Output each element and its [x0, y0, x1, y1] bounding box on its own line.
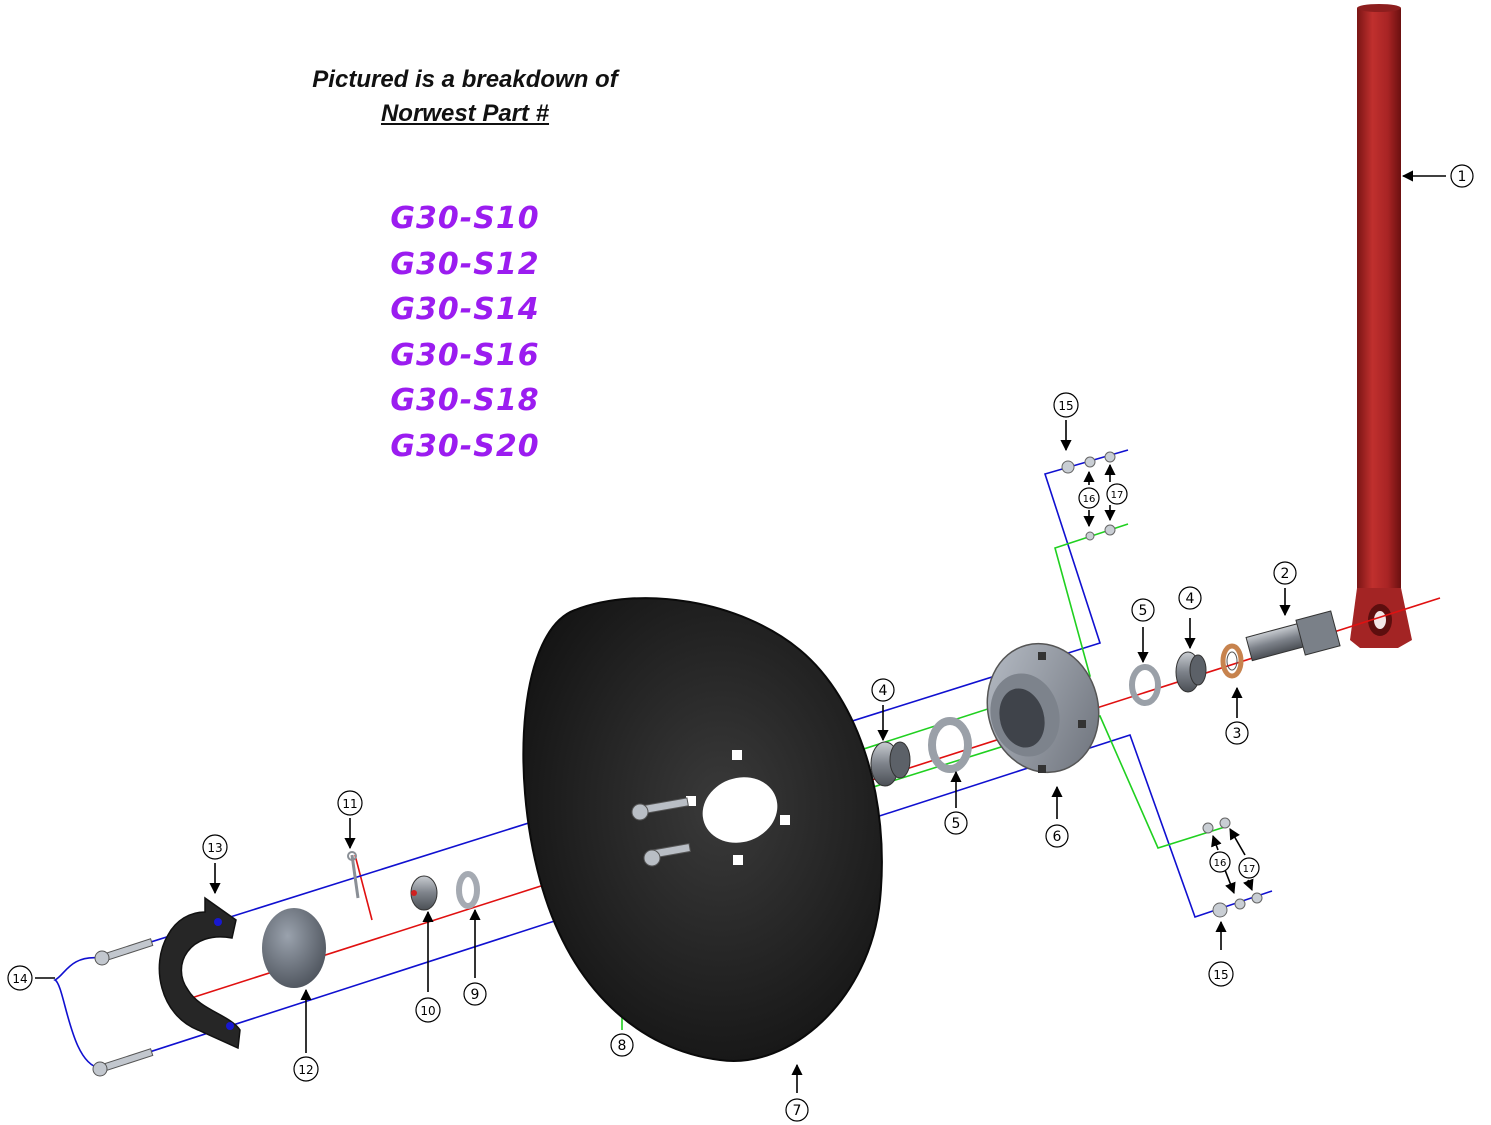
disc-bolts — [631, 797, 691, 867]
callout-5-right: 5 — [1131, 598, 1155, 622]
svg-text:16: 16 — [1214, 858, 1227, 869]
cotter-pin-part — [347, 851, 360, 899]
callout-14: 14 — [7, 965, 33, 991]
part-number: G30-S20 — [390, 428, 540, 464]
shank-part — [1350, 4, 1412, 648]
svg-text:17: 17 — [1243, 864, 1256, 875]
hub-part — [986, 642, 1100, 774]
callout-13: 13 — [202, 834, 228, 860]
svg-text:8: 8 — [618, 1038, 627, 1054]
callout-16-lower: 16 — [1209, 851, 1231, 873]
svg-text:4: 4 — [879, 683, 888, 699]
svg-text:12: 12 — [298, 1063, 313, 1077]
svg-text:9: 9 — [471, 987, 480, 1003]
part-number-list: G30-S10 G30-S12 G30-S14 G30-S16 G30-S18 … — [300, 196, 630, 469]
callout-2: 2 — [1273, 561, 1297, 585]
callout-1: 1 — [1450, 164, 1474, 188]
callout-12: 12 — [293, 1056, 319, 1082]
washer-part — [456, 871, 480, 909]
svg-text:1: 1 — [1458, 169, 1467, 185]
hardware-upper — [1061, 451, 1116, 541]
callout-9: 9 — [463, 982, 487, 1006]
svg-text:11: 11 — [342, 797, 357, 811]
callout-7: 7 — [785, 1098, 809, 1122]
svg-text:15: 15 — [1058, 399, 1073, 413]
callout-10: 10 — [415, 997, 441, 1023]
part-number: G30-S16 — [390, 337, 540, 373]
part-number: G30-S10 — [390, 201, 540, 236]
callout-4-left: 4 — [871, 678, 895, 702]
svg-text:5: 5 — [952, 816, 961, 832]
leader-arrows — [35, 170, 1446, 1093]
seal-part — [1220, 643, 1244, 679]
svg-text:6: 6 — [1053, 829, 1062, 845]
part-number: G30-S18 — [390, 383, 540, 418]
callout-17-lower: 17 — [1238, 857, 1260, 879]
callout-11: 11 — [337, 790, 363, 816]
svg-text:17: 17 — [1111, 490, 1124, 501]
header-line-2: Norwest Part # — [380, 100, 550, 127]
header-line-1: Pictured is a breakdown of — [312, 66, 618, 93]
dust-cap-part — [262, 908, 326, 988]
bearing-cup-left — [928, 717, 972, 773]
bracket-bolts — [92, 938, 154, 1077]
castle-nut-part — [410, 875, 438, 911]
svg-text:16: 16 — [1083, 494, 1096, 505]
callout-8: 8 — [610, 1033, 634, 1057]
callout-15-upper: 15 — [1053, 392, 1079, 418]
svg-text:13: 13 — [207, 841, 222, 855]
svg-text:2: 2 — [1281, 566, 1290, 582]
svg-text:14: 14 — [12, 972, 27, 986]
bracket-14 — [53, 957, 101, 1069]
bearing-cup-right — [1129, 664, 1161, 706]
svg-text:4: 4 — [1186, 591, 1195, 607]
spindle-part — [1245, 610, 1341, 662]
callout-4-right: 4 — [1178, 586, 1202, 610]
cap-bracket-part — [158, 896, 241, 1050]
callout-17-upper: 17 — [1106, 483, 1128, 505]
bearing-cone-left — [870, 741, 911, 787]
callout-5-left: 5 — [944, 811, 968, 835]
bearing-cone-right — [1175, 651, 1207, 693]
callouts: 1 2 3 4 4 5 5 6 7 8 9 10 11 12 13 14 15 … — [7, 164, 1474, 1122]
cotter-pin-axis — [354, 854, 373, 921]
disc-blade — [522, 597, 883, 1062]
callout-16-upper: 16 — [1078, 487, 1100, 509]
callout-15-lower: 15 — [1208, 961, 1234, 987]
svg-text:15: 15 — [1213, 968, 1228, 982]
hardware-lower — [1202, 817, 1263, 918]
part-number: G30-S14 — [390, 292, 540, 327]
svg-text:7: 7 — [793, 1103, 802, 1119]
part-number: G30-S12 — [390, 246, 540, 282]
svg-text:3: 3 — [1233, 726, 1242, 742]
svg-text:5: 5 — [1139, 603, 1148, 619]
callout-6: 6 — [1045, 824, 1069, 848]
svg-text:10: 10 — [420, 1004, 435, 1018]
callout-3: 3 — [1225, 721, 1249, 745]
